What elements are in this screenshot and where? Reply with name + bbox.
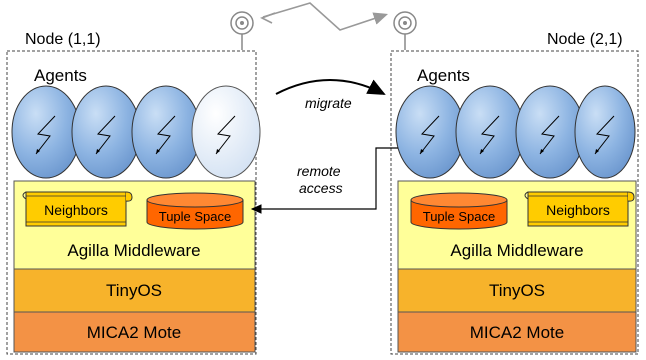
scroll-icon: [22, 191, 133, 227]
antenna-icon: [393, 11, 417, 50]
node-1-tinyos-layer: [13, 268, 256, 313]
scroll-icon: [524, 191, 635, 227]
node-2-tuple-space-label: Tuple Space: [423, 209, 496, 224]
agent-icon-migrating: [191, 85, 261, 179]
agent-icon: [515, 85, 585, 179]
cylinder-icon: [146, 192, 244, 230]
node-1-title: Node (1,1): [25, 31, 101, 48]
agent-icon: [455, 85, 525, 179]
node-1-agents-label: Agents: [34, 66, 87, 85]
agent-icon: [11, 85, 81, 179]
node-1-mote-label: MICA2 Mote: [87, 323, 181, 342]
node-2-middleware-label: Agilla Middleware: [450, 241, 583, 260]
node-1-agents: [11, 85, 261, 179]
node-1-box: [6, 50, 257, 355]
node-2-title: Node (2,1): [547, 31, 623, 48]
node-1-middleware-label: Agilla Middleware: [67, 241, 200, 260]
agent-icon: [131, 85, 201, 179]
node-2-agents-label: Agents: [417, 66, 470, 85]
node-2-mote-label: MICA2 Mote: [470, 323, 564, 342]
node-1-neighbors-label: Neighbors: [44, 202, 108, 218]
agent-icon: [395, 85, 465, 179]
node-1-mote-layer: [13, 311, 256, 353]
node-2-neighbors-label: Neighbors: [546, 202, 610, 218]
remote-access-arrow: [250, 147, 398, 214]
node-2-tinyos-label: TinyOS: [489, 281, 545, 300]
node-2-agents: [395, 85, 636, 179]
antenna-icon: [230, 11, 254, 50]
node-2-mote-layer: [397, 311, 637, 353]
remote-access-label-line1: remote: [297, 163, 341, 179]
cylinder-icon: [410, 192, 508, 230]
migrate-label: migrate: [305, 95, 352, 111]
wireless-link-icon: [260, 2, 389, 31]
agent-icon: [71, 85, 141, 179]
node-1-tinyos-label: TinyOS: [106, 281, 162, 300]
migrate-arrow: [275, 79, 386, 95]
remote-access-label-line2: access: [299, 180, 343, 196]
agent-icon: [574, 85, 636, 179]
node-1-tuple-space-label: Tuple Space: [159, 209, 232, 224]
node-2-tinyos-layer: [397, 268, 637, 313]
